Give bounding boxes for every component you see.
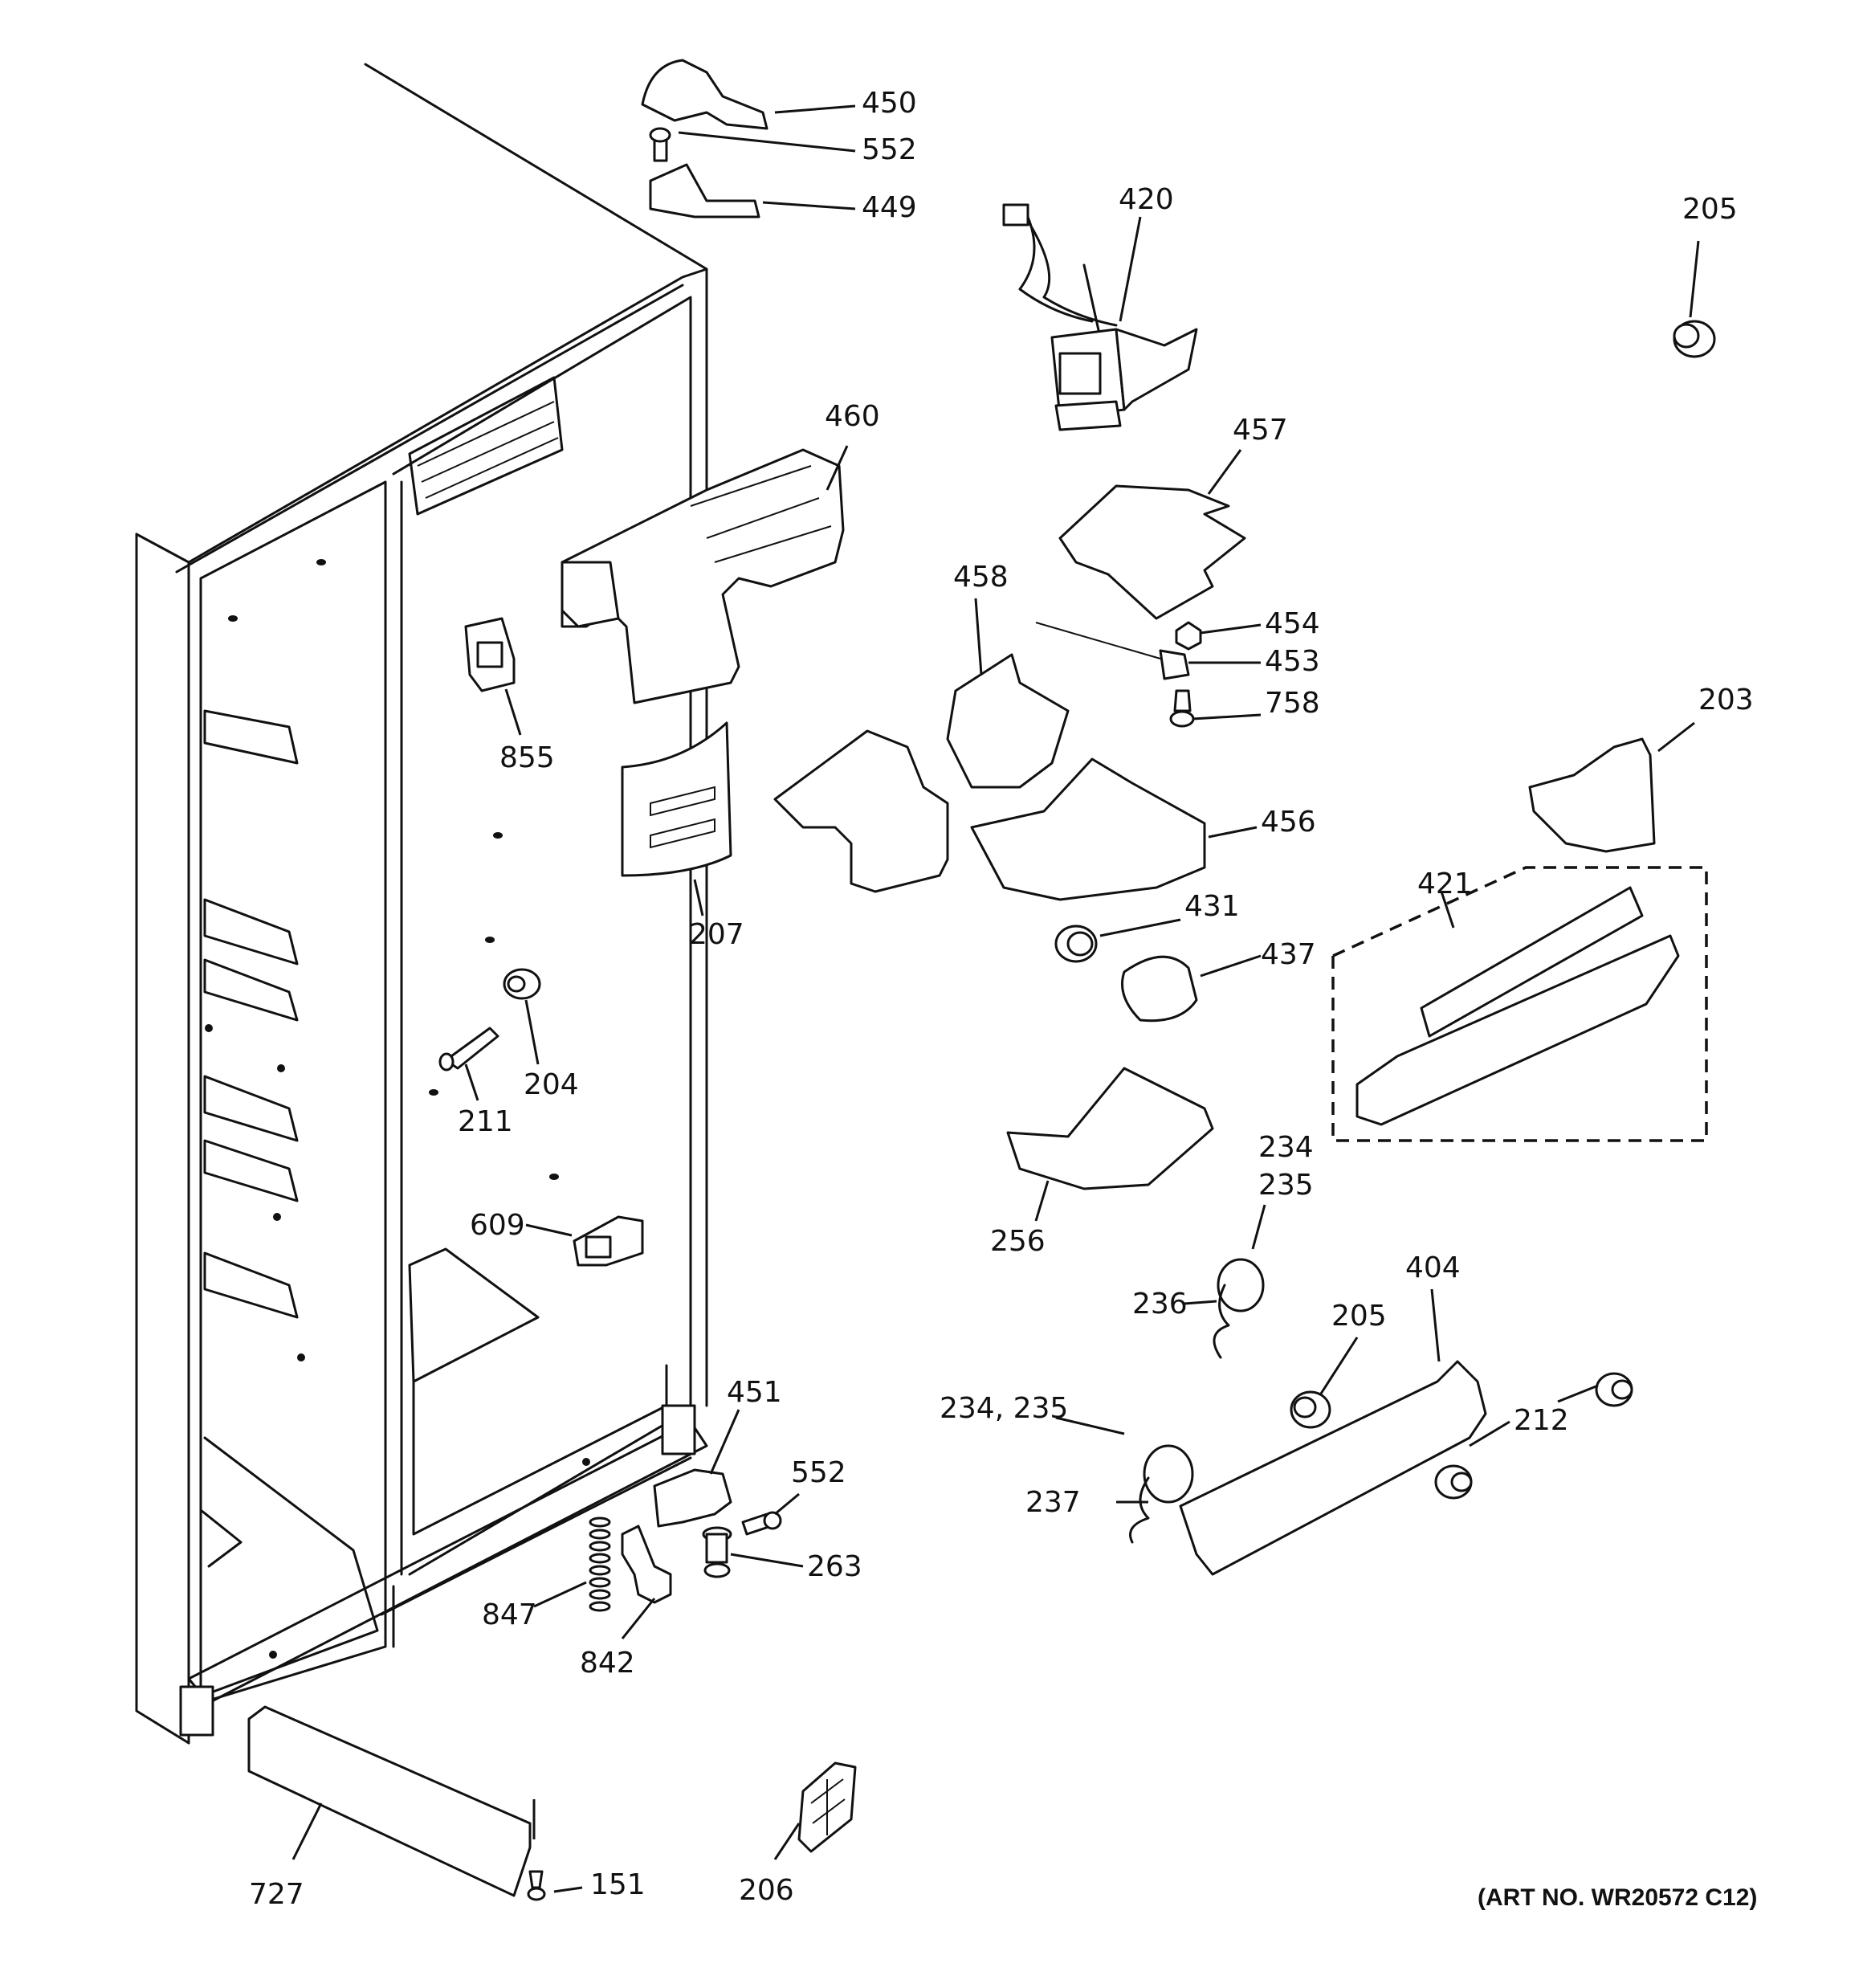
- callout-552-bottom: 552: [791, 1456, 846, 1489]
- callout-404: 404: [1405, 1251, 1461, 1284]
- callout-421: 421: [1417, 867, 1473, 900]
- callout-256: 256: [990, 1225, 1046, 1258]
- callout-151: 151: [590, 1868, 646, 1901]
- part-460-air-duct: [561, 448, 845, 704]
- callout-234-top: 234: [1258, 1131, 1314, 1164]
- art-number: (ART NO. WR20572 C12): [1478, 1884, 1757, 1911]
- part-847-spring: [589, 1517, 611, 1612]
- callout-235-top: 235: [1258, 1169, 1314, 1202]
- part-449-hinge: [649, 163, 760, 218]
- part-552-screw-bottom: [741, 1511, 782, 1536]
- callout-237: 237: [1025, 1486, 1081, 1519]
- callout-855: 855: [499, 741, 555, 774]
- part-151-screw: [527, 1870, 546, 1901]
- callout-449: 449: [862, 191, 917, 224]
- part-203-shroud: [1528, 737, 1656, 853]
- leader-lines: [291, 104, 1700, 1893]
- part-453-thermostat-clip: [1035, 622, 1190, 680]
- callout-203: 203: [1698, 684, 1754, 716]
- callout-labels: 450 552 449 420 205 460 457 458 454 453 …: [249, 87, 1757, 1911]
- part-552-screw-top: [649, 127, 671, 162]
- part-727-kickplate: [247, 1705, 532, 1897]
- callout-552-top: 552: [862, 133, 917, 166]
- callout-431: 431: [1184, 890, 1240, 923]
- callout-204: 204: [524, 1068, 579, 1101]
- callout-207: 207: [689, 918, 744, 951]
- part-855-light-socket: [464, 617, 516, 692]
- callout-609: 609: [470, 1209, 525, 1242]
- callout-234-235: 234, 235: [940, 1392, 1068, 1425]
- part-451-bottom-hinge-bracket: [653, 1468, 732, 1528]
- callout-450: 450: [862, 87, 917, 120]
- callout-205-top: 205: [1682, 193, 1738, 226]
- part-263-hinge-pin: [702, 1526, 732, 1578]
- callout-205-lower: 205: [1331, 1300, 1387, 1333]
- callout-456: 456: [1261, 806, 1316, 839]
- mount-holes: [205, 559, 590, 1659]
- callout-211: 211: [458, 1105, 513, 1138]
- callout-206: 206: [739, 1874, 794, 1907]
- part-450-hinge-cover: [641, 59, 768, 130]
- callout-460: 460: [825, 400, 880, 433]
- part-457-cover-plate: [1058, 484, 1246, 620]
- part-758-screw: [1169, 689, 1195, 728]
- callout-457: 457: [1233, 414, 1288, 447]
- part-205-cap-lower: [1290, 1390, 1331, 1429]
- part-256-light-lens: [1006, 1067, 1214, 1190]
- part-205-cap-top: [1673, 320, 1716, 358]
- part-437-light-bulb: [1121, 955, 1198, 1023]
- callout-453: 453: [1265, 645, 1320, 678]
- part-458-lower-duct: [773, 729, 949, 893]
- part-234-235-236-cap-clip: [1213, 1258, 1265, 1359]
- part-431-lamp-socket: [1054, 925, 1098, 963]
- callout-454: 454: [1265, 607, 1320, 640]
- part-207-duct-cover: [621, 721, 732, 877]
- part-204-bushing: [503, 968, 541, 1000]
- part-842-closure-cam: [621, 1525, 672, 1604]
- part-206-vent-grille: [797, 1761, 857, 1853]
- part-454-nut: [1175, 621, 1202, 651]
- part-456-light-housing: [970, 757, 1206, 901]
- part-421-control-assembly: [1331, 866, 1708, 1142]
- callout-727: 727: [249, 1878, 304, 1911]
- part-212-bushing: [1434, 1372, 1633, 1500]
- callout-458: 458: [953, 561, 1009, 594]
- callout-451: 451: [727, 1376, 782, 1409]
- callout-842: 842: [580, 1647, 635, 1680]
- part-211-screw: [438, 1027, 499, 1072]
- callout-758: 758: [1265, 687, 1320, 720]
- callout-437: 437: [1261, 938, 1316, 971]
- part-458-light-bracket: [946, 653, 1070, 789]
- callout-420: 420: [1119, 183, 1174, 216]
- callout-212: 212: [1514, 1404, 1569, 1437]
- callout-236: 236: [1132, 1288, 1188, 1321]
- part-609-switch: [573, 1215, 644, 1267]
- part-420-damper-assembly: [1002, 203, 1198, 431]
- callout-263: 263: [807, 1550, 862, 1583]
- part-234-235-237-cap-clip: [1129, 1444, 1194, 1544]
- refrigerator-cabinet: [135, 63, 708, 1745]
- part-404-handle-trim: [1179, 1360, 1487, 1576]
- callout-847: 847: [482, 1598, 537, 1631]
